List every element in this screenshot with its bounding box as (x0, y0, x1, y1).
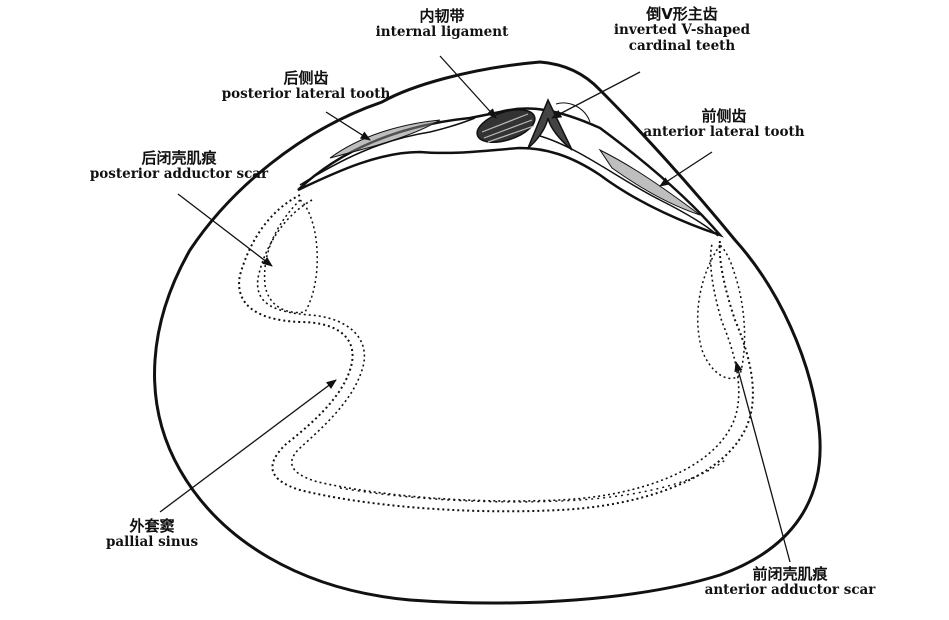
label-posterior-adductor-scar: 后闭壳肌痕 posterior adductor scar (80, 149, 278, 183)
leader-anterior-adductor-scar (734, 360, 791, 563)
pallial-sinus-zh: 外套窦 (129, 517, 175, 535)
label-posterior-lateral-tooth: 后侧齿 posterior lateral tooth (212, 69, 400, 103)
label-cardinal-teeth: 倒V形主齿 inverted V-shaped cardinal teeth (596, 5, 768, 54)
posterior-lateral-tooth-zh: 后侧齿 (283, 69, 329, 87)
shell-outline (153, 60, 822, 605)
anterior-lateral-tooth-shape (598, 148, 701, 216)
anterior-adductor-scar-zh: 前闭壳肌痕 (752, 565, 828, 583)
leader-pallial-sinus (159, 379, 337, 513)
label-anterior-lateral-tooth: 前侧齿 anterior lateral tooth (636, 107, 812, 141)
internal-ligament-en: internal ligament (375, 24, 509, 41)
leader-posterior-adductor-scar (177, 193, 273, 267)
pallial-sinus-en: pallial sinus (105, 534, 199, 551)
cardinal-teeth-zh: 倒V形主齿 (646, 5, 718, 23)
posterior-lateral-tooth-en: posterior lateral tooth (221, 86, 391, 103)
internal-ligament-zh: 内韧带 (419, 7, 465, 25)
leader-internal-ligament (439, 55, 497, 119)
posterior-adductor-scar-zh: 后闭壳肌痕 (141, 149, 217, 167)
label-pallial-sinus: 外套窦 pallial sinus (92, 517, 212, 551)
leader-anterior-lateral-tooth (659, 151, 713, 187)
posterior-lateral-tooth-shape (329, 119, 441, 159)
anterior-lateral-tooth-en: anterior lateral tooth (643, 124, 805, 141)
leader-cardinal-teeth (551, 71, 641, 119)
anterior-adductor-scar-en: anterior adductor scar (704, 582, 876, 599)
pallial-line (238, 194, 754, 513)
anterior-adductor-scar-shape (696, 243, 746, 380)
label-anterior-adductor-scar: 前闭壳肌痕 anterior adductor scar (696, 565, 884, 599)
cardinal-teeth-en2: cardinal teeth (628, 37, 736, 54)
posterior-adductor-scar-shape (263, 198, 318, 314)
cardinal-teeth-en: inverted V-shaped (613, 22, 751, 39)
hinge-plate (297, 107, 724, 238)
cardinal-teeth-shape (527, 98, 573, 151)
label-internal-ligament: 内韧带 internal ligament (372, 7, 512, 41)
anterior-lateral-tooth-zh: 前侧齿 (701, 107, 747, 125)
posterior-adductor-scar-en: posterior adductor scar (89, 166, 269, 183)
leader-posterior-lateral-tooth (325, 111, 371, 141)
